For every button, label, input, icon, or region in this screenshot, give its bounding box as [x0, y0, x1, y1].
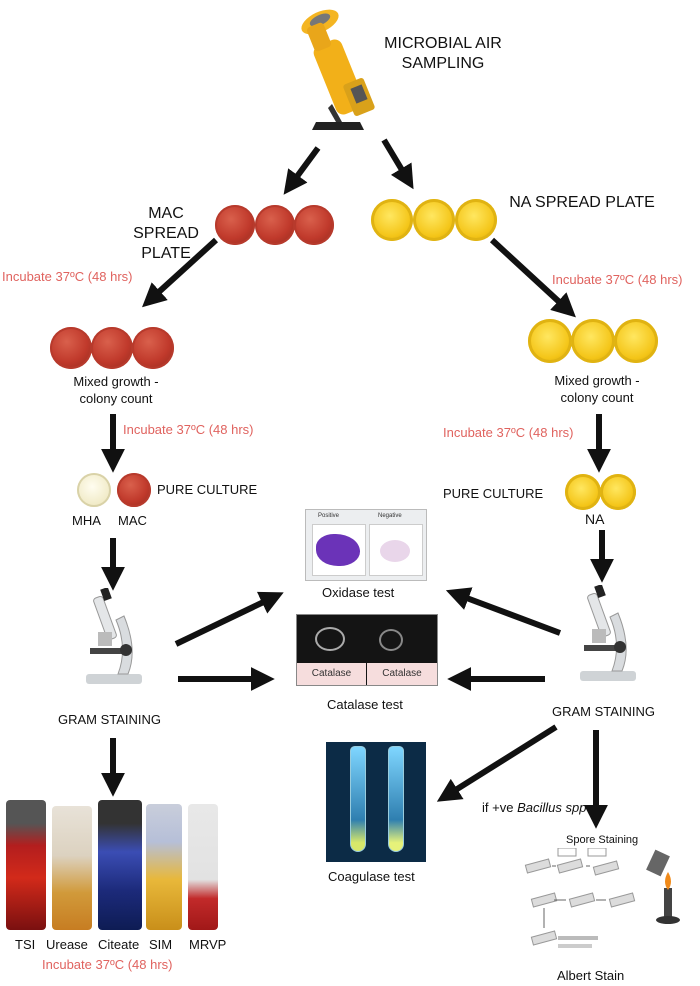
na-plate	[371, 199, 413, 241]
mixed-growth-mac-plate	[50, 327, 92, 369]
oxidase-positive-label: Positive	[318, 513, 340, 519]
title-label: MICROBIAL AIR SAMPLING	[384, 35, 502, 72]
mac-spread-plate-label: MAC SPREAD PLATE	[133, 205, 199, 262]
test-label-sim: SIM	[149, 937, 173, 952]
oxidase-negative-label: Negative	[378, 513, 402, 519]
mac-label: MAC	[118, 513, 147, 528]
arrow-na-to-mixed	[489, 237, 576, 318]
mrvp-tube	[188, 804, 218, 930]
coagulase-test-label: Coagulase test	[328, 869, 415, 884]
microscope-right-image	[562, 583, 652, 685]
albert-stain-label: Albert Stain	[557, 968, 625, 983]
test-label-urease: Urease	[46, 937, 88, 952]
incubate-label-right-1: Incubate 37ºC (48 hrs)	[552, 272, 683, 287]
spore-staining-label: Spore Staining	[566, 834, 639, 846]
bacillus-name: Bacillus spp	[517, 800, 587, 815]
arrow-left-to-oxidase	[174, 591, 284, 647]
tsi-tube	[6, 800, 46, 930]
pure-culture-label-left: PURE CULTURE	[157, 482, 258, 497]
oxidase-test-image: Positive Negative	[305, 509, 427, 581]
mac-pure-plate	[117, 473, 151, 507]
sim-tube	[146, 804, 182, 930]
mixed-growth-mac-plate	[91, 327, 133, 369]
gram-staining-label-right: GRAM STAINING	[552, 704, 656, 719]
arrow-sampler-to-mac	[283, 146, 321, 195]
coagulase-test-image	[326, 742, 426, 862]
catalase-test-image: Catalase Catalase	[296, 614, 438, 686]
na-label: NA	[585, 511, 605, 527]
incubate-label-left-3: Incubate 37ºC (48 hrs)	[42, 957, 173, 972]
catalase-right-tag: Catalase	[367, 663, 437, 685]
mha-plate	[77, 473, 111, 507]
mixed-growth-label-left: Mixed growth -colony count	[73, 374, 159, 406]
albert-stain-procedure-image	[518, 847, 690, 963]
test-label-citrate: Citeate	[98, 937, 140, 952]
na-spread-plate-label: NA SPREAD PLATE	[509, 194, 655, 211]
mixed-growth-label-right: Mixed growth -colony count	[554, 373, 640, 405]
mixed-growth-mac-plate	[132, 327, 174, 369]
bacillus-prefix: if +ve	[482, 800, 514, 815]
catalase-right-drop	[379, 629, 403, 651]
gram-staining-label-left: GRAM STAINING	[58, 712, 162, 727]
test-label-mrvp: MRVP	[189, 937, 227, 952]
arrow-right-to-coagulase	[436, 724, 558, 802]
na-plate	[413, 199, 455, 241]
oxidase-test-label: Oxidase test	[322, 585, 395, 600]
na-pure-plate	[565, 474, 601, 510]
incubate-label-left-1: Incubate 37ºC (48 hrs)	[2, 269, 133, 284]
urease-tube	[52, 806, 92, 930]
coagulase-tube-left	[350, 746, 366, 852]
incubate-label-right-2: Incubate 37ºC (48 hrs)	[443, 425, 574, 440]
bacillus-condition-label: if +ve Bacillus spp	[482, 799, 586, 817]
oxidase-purple-spot	[316, 534, 360, 566]
oxidase-pale-spot	[380, 540, 410, 562]
mac-plate	[255, 205, 295, 245]
na-pure-plate	[600, 474, 636, 510]
microscope-left-image	[68, 586, 158, 688]
mixed-growth-na-plate	[614, 319, 658, 363]
catalase-left-drop	[315, 627, 345, 651]
catalase-left-tag: Catalase	[297, 663, 366, 685]
mixed-growth-na-plate	[571, 319, 615, 363]
arrow-mac-to-mixed	[142, 237, 219, 308]
coagulase-tube-right	[388, 746, 404, 852]
mha-label: MHA	[72, 513, 101, 528]
mac-plate	[294, 205, 334, 245]
na-plate	[455, 199, 497, 241]
air-sampler-image	[290, 4, 390, 139]
arrow-sampler-to-na	[381, 138, 414, 190]
arrow-right-to-oxidase	[445, 587, 562, 636]
citrate-tube	[98, 800, 142, 930]
mixed-growth-na-plate	[528, 319, 572, 363]
pure-culture-label-right: PURE CULTURE	[443, 486, 544, 501]
biochemical-tubes-image	[6, 800, 218, 930]
catalase-test-label: Catalase test	[327, 697, 403, 712]
test-label-tsi: TSI	[15, 937, 36, 952]
incubate-label-left-2: Incubate 37ºC (48 hrs)	[123, 422, 254, 437]
mac-plate	[215, 205, 255, 245]
